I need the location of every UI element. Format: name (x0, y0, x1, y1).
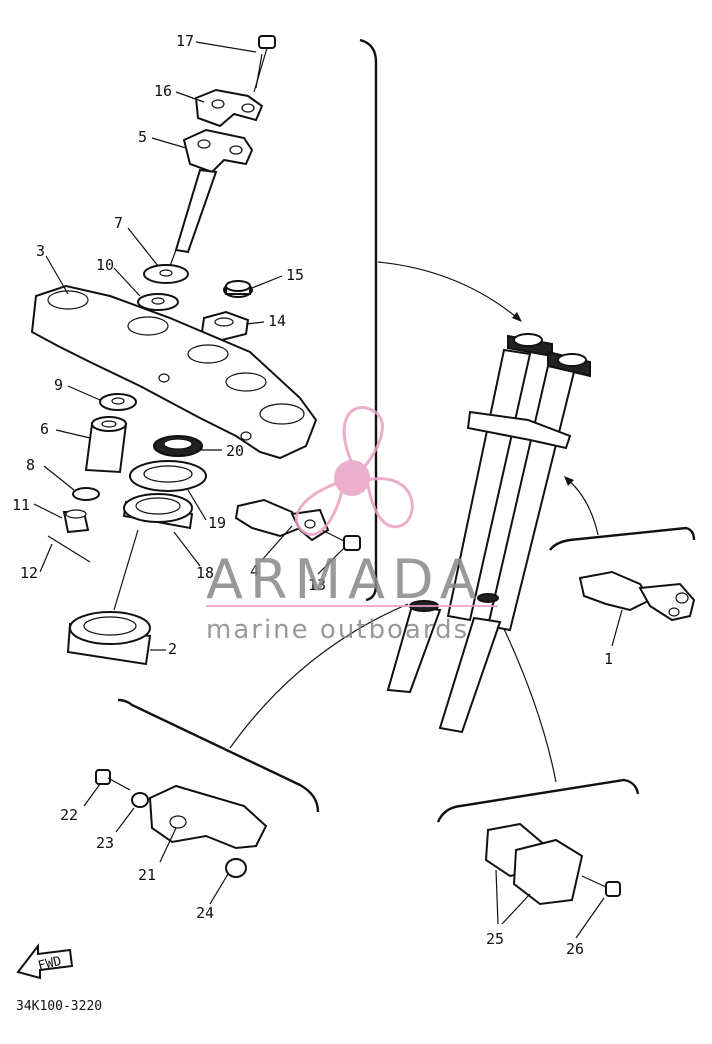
inset-frames (117, 38, 696, 823)
watermark: ARMADA marine outboards (206, 406, 498, 645)
callout-17: 17 (176, 32, 194, 50)
holder-21 (148, 784, 268, 850)
callout-5: 5 (138, 128, 147, 146)
part-code: 34K100-3220 (16, 999, 102, 1014)
callout-4: 4 (250, 562, 259, 580)
callout-13: 13 (308, 576, 326, 594)
propeller-icon (294, 406, 414, 536)
fwd-label: FWD (37, 954, 64, 974)
callout-18: 18 (196, 564, 214, 582)
cotter-pin-12 (47, 535, 91, 563)
callout-20: 20 (226, 442, 244, 460)
connector-arrows (229, 261, 599, 783)
callout-labels: 17 16 5 7 10 3 15 14 9 6 20 8 19 11 12 1… (12, 32, 613, 958)
bearing-race-2 (66, 611, 152, 666)
handlebar-holder-16 (194, 88, 264, 128)
bolt-13 (321, 529, 361, 551)
bolt-22 (95, 769, 131, 791)
washer-23 (131, 792, 149, 808)
damper-6 (84, 416, 128, 474)
bracket-25 (484, 822, 584, 906)
callout-8: 8 (26, 456, 35, 474)
upper-bracket-3 (30, 284, 318, 460)
watermark-tagline: marine outboards (206, 615, 469, 645)
callout-26: 26 (566, 940, 584, 958)
bolt-26 (581, 875, 621, 897)
callout-9: 9 (54, 376, 63, 394)
callout-12: 12 (20, 564, 38, 582)
callout-11: 11 (12, 496, 30, 514)
callout-15: 15 (286, 266, 304, 284)
callout-6: 6 (40, 420, 49, 438)
nut-15 (223, 280, 253, 298)
callout-7: 7 (114, 214, 123, 232)
leader-lines (33, 41, 623, 939)
clamp-bracket-1 (578, 570, 696, 622)
callout-24: 24 (196, 904, 214, 922)
bolt-17 (253, 35, 276, 93)
nut-11 (62, 509, 90, 534)
ring-nut-20 (153, 435, 203, 457)
callout-19: 19 (208, 514, 226, 532)
watermark-brand: ARMADA (206, 548, 484, 611)
callout-25: 25 (486, 930, 504, 948)
callout-22: 22 (60, 806, 78, 824)
nut-8 (72, 487, 100, 501)
callout-2: 2 (168, 640, 177, 658)
callout-10: 10 (96, 256, 114, 274)
lower-inset-parts (95, 769, 268, 878)
handlebar-holder-5 (169, 128, 254, 267)
nut-14 (200, 310, 250, 342)
callout-16: 16 (154, 82, 172, 100)
callout-23: 23 (96, 834, 114, 852)
nut-24 (225, 858, 247, 878)
callout-14: 14 (268, 312, 286, 330)
front-fork-assembly (386, 333, 591, 734)
fwd-direction-arrow: FWD (16, 943, 74, 980)
callout-3: 3 (36, 242, 45, 260)
bearing-18 (122, 493, 194, 530)
callout-21: 21 (138, 866, 156, 884)
seal-19 (129, 460, 207, 492)
callout-1: 1 (604, 650, 613, 668)
